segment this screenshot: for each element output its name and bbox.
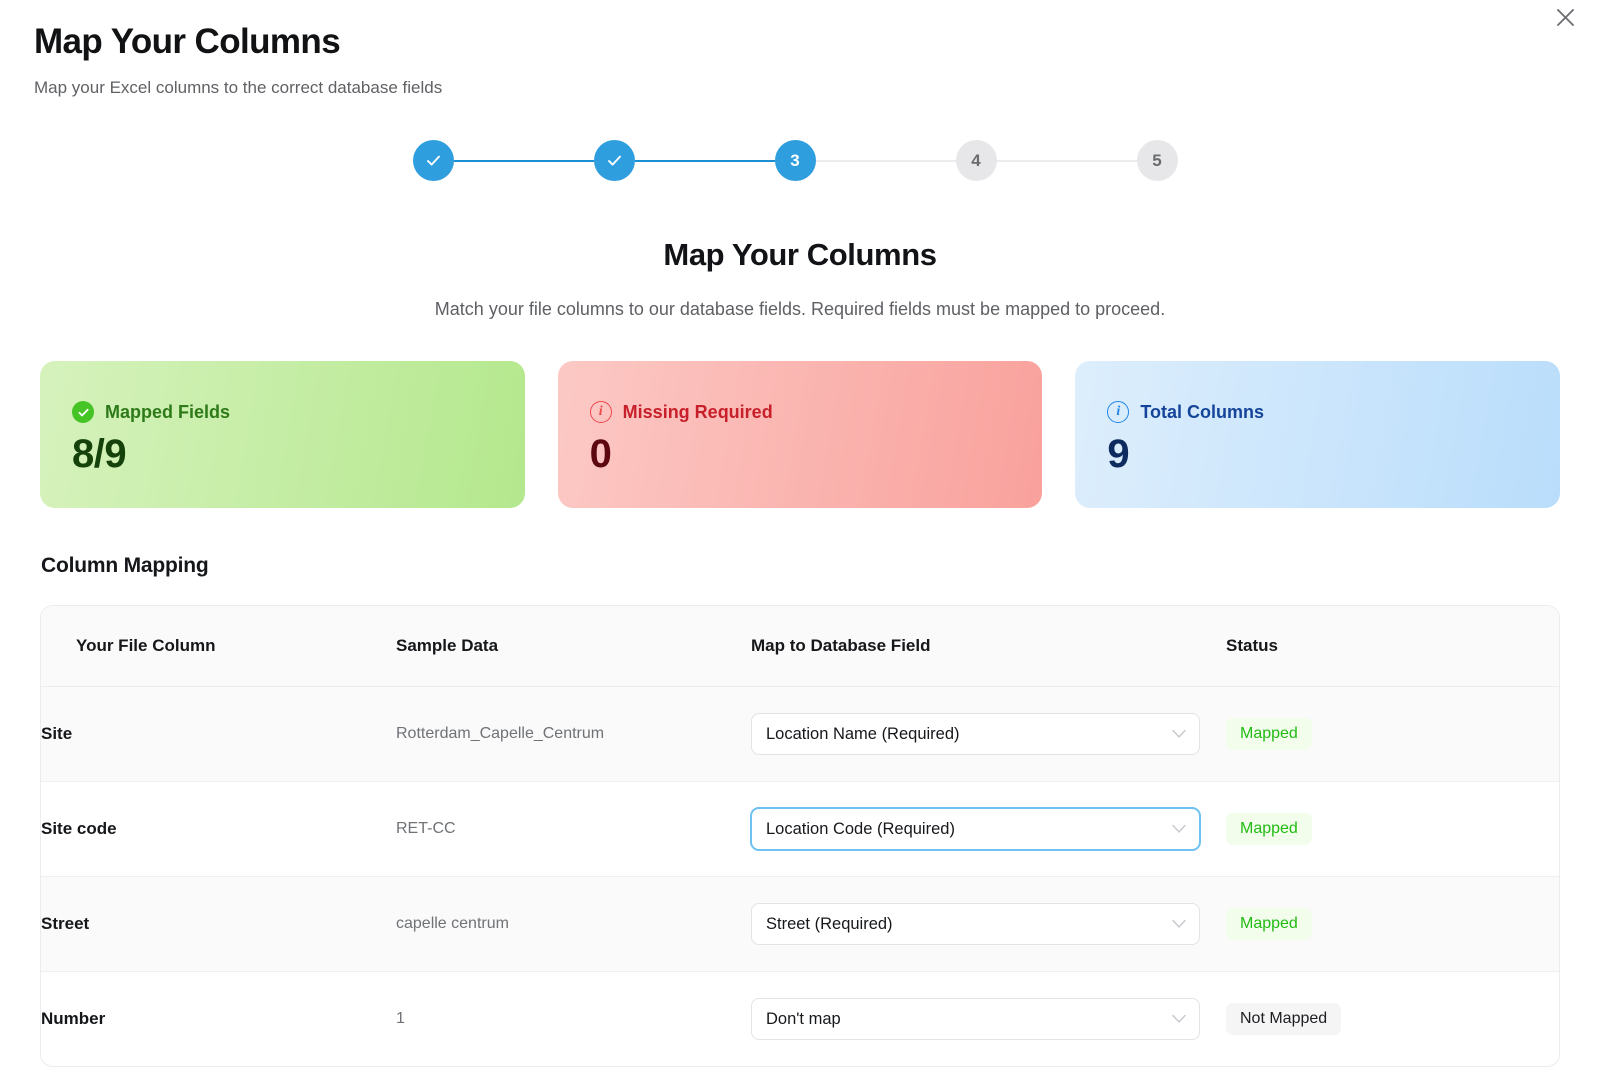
cell-status: Mapped [1226,781,1559,878]
cell-file-column: Number [41,1009,106,1029]
cell-file-column: Site code [41,781,396,878]
step-label: 3 [790,150,800,170]
step-connector-4 [996,159,1137,162]
step-5[interactable]: 5 [1136,140,1178,182]
cell-sample-data: RET-CC [396,781,751,878]
stat-cards: Mapped Fields 8/9 i Missing Required 0 i Total… [40,361,1561,509]
step-connector-3 [815,159,956,162]
chevron-down-icon [1172,730,1186,739]
step-2[interactable] [593,140,635,182]
step-3[interactable]: 3 [774,140,816,182]
step-label: 4 [971,150,981,170]
select-value: Location Code (Required) [766,819,955,838]
column-header: Your File Column [41,606,396,688]
cell-sample-data: capelle centrum [396,876,751,973]
stat-card-value: 0 [589,432,612,477]
stat-card-value: 9 [1107,432,1130,477]
step-connector-1 [453,159,594,162]
cell-file-column: Site [41,686,396,783]
stat-card-red: i Missing Required 0 [557,361,1043,509]
select-value: Don't map [766,1009,841,1028]
stat-card-head: i Missing Required [589,401,1043,424]
table-row: Number 1 Don't map Not Mapped [41,972,1559,1067]
stat-card-head: i Total Columns [1107,401,1560,424]
stat-card-blue: i Total Columns 9 [1075,361,1561,509]
select-value: Location Name (Required) [766,724,960,743]
cell-status: Not Mapped [1226,972,1559,1067]
stat-card-label: Total Columns [1140,401,1265,422]
database-field-select[interactable]: Location Code (Required) [751,808,1200,851]
column-header: Sample Data [396,606,751,688]
cell-status: Mapped [1226,686,1559,783]
stat-card-head: Mapped Fields [72,401,525,424]
select-value: Street (Required) [766,914,893,933]
stat-card-label: Missing Required [622,401,773,422]
database-field-select[interactable]: Location Name (Required) [751,713,1200,756]
intro-title: Map Your Columns [663,237,937,273]
column-header: Map to Database Field [751,606,1226,688]
intro-block: Map Your Columns Match your file columns… [0,237,1600,320]
page-header: Map Your Columns Map your Excel columns … [0,0,1600,98]
progress-stepper: 3 4 5 [0,140,1600,182]
database-field-select[interactable]: Don't map [751,998,1200,1041]
info-circle-icon: i [589,401,612,424]
step-4[interactable]: 4 [955,140,997,182]
status-badge: Mapped [1226,908,1312,941]
status-badge: Mapped [1226,718,1312,751]
section-title: Column Mapping [41,554,209,578]
close-icon[interactable] [1548,0,1582,34]
column-header: Status [1226,606,1559,688]
cell-mapping: Location Name (Required) [751,686,1226,783]
chevron-down-icon [1172,920,1186,929]
page-title: Map Your Columns [34,22,341,61]
page-subtitle: Map your Excel columns to the correct da… [34,78,443,98]
info-circle-icon: i [1107,401,1130,424]
cell-mapping: Location Code (Required) [751,781,1226,878]
cell-mapping: Street (Required) [751,876,1226,973]
check-icon [607,155,621,166]
status-badge: Mapped [1226,813,1312,846]
chevron-down-icon [1172,1015,1186,1024]
stat-card-green: Mapped Fields 8/9 [40,361,525,509]
stat-card-label: Mapped Fields [105,401,231,422]
step-connector-2 [634,159,775,162]
cell-status: Mapped [1226,876,1559,973]
cell-file-column: Street [41,876,396,973]
step-1[interactable] [412,140,454,182]
check-icon [426,155,440,166]
cell-mapping: Don't map [751,972,1226,1067]
stat-card-value: 8/9 [72,432,127,477]
cell-sample-data: 1 [396,1010,405,1028]
status-badge: Not Mapped [1226,1003,1342,1036]
database-field-select[interactable]: Street (Required) [751,903,1200,946]
step-label: 5 [1152,150,1162,170]
cell-sample-data: Rotterdam_Capelle_Centrum [396,686,751,783]
intro-subtitle: Match your file columns to our database … [434,299,1166,320]
check-circle-icon [72,401,94,424]
chevron-down-icon [1172,825,1186,834]
